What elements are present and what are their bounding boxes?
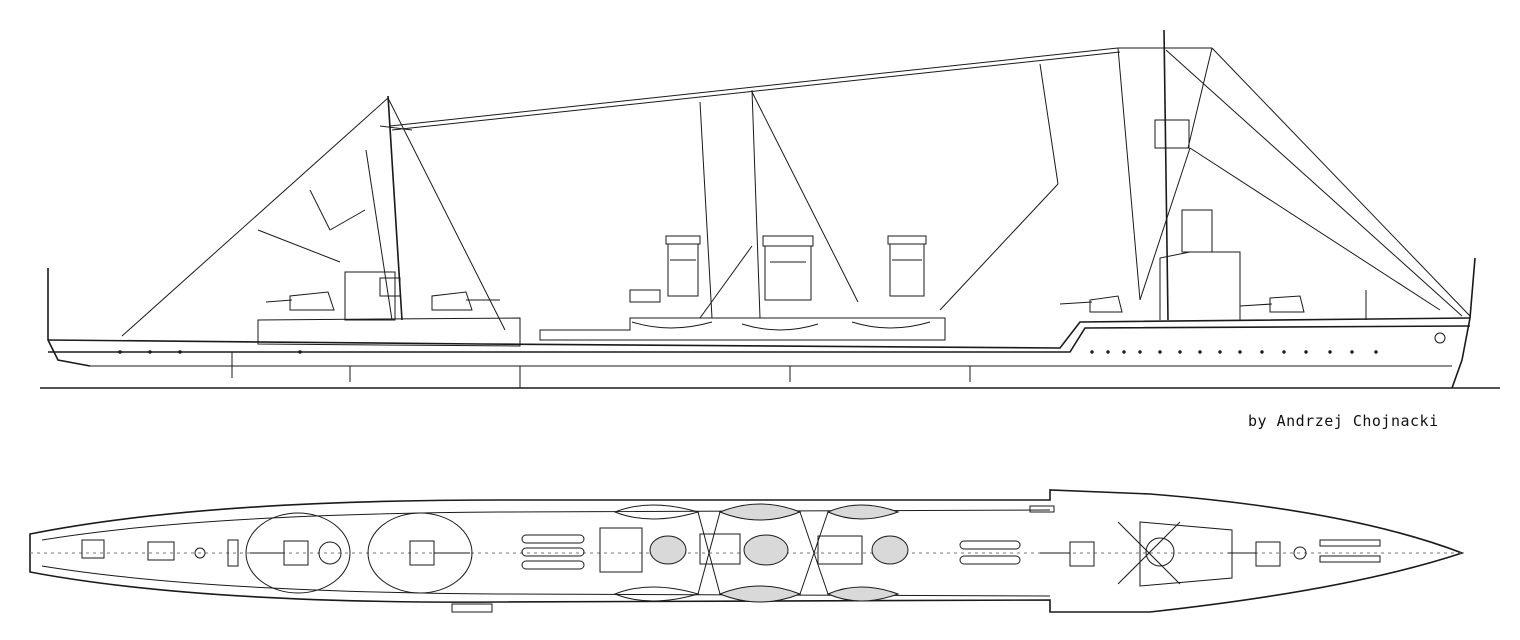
midship-deckhouse [539,317,946,341]
bridge-plan [1139,521,1233,587]
boat-2 [741,323,819,331]
fwd-gun-1 [1089,295,1123,313]
hull-sheer [47,317,1471,349]
boat-3 [851,321,931,329]
aft-superstructure [257,317,521,347]
boats-plan [613,503,900,603]
funnels-plan [649,534,909,566]
aft-gun-platform-1 [245,512,351,594]
funnels [665,235,927,301]
aft-gun-platform-2 [367,512,473,594]
fwd-gun-2-plan [1255,541,1281,567]
fwd-gun-1-plan [1069,541,1095,567]
gangway [451,603,493,613]
plan-hull [29,489,1465,613]
foretop [1154,119,1190,149]
fwd-torpedo-tubes [959,540,1021,565]
aft-gun-2 [431,291,473,311]
bow [1451,257,1476,389]
anchor [1434,332,1446,344]
hull-deck [48,325,1471,353]
main-mast [387,95,403,321]
aft-gun-1 [289,291,335,311]
aft-torpedo-tubes [521,534,585,570]
fwd-gun-2 [1269,295,1305,313]
bridge [1159,251,1241,320]
boat-1 [631,321,713,329]
stern [47,268,91,367]
aerial-2 [391,51,1121,131]
author-credit: by Andrzej Chojnacki [1248,412,1439,430]
fore-mast [1163,29,1169,321]
plan-view [29,489,1465,613]
side-elevation [40,29,1500,389]
aerial-1 [389,47,1119,127]
portholes [118,350,1378,354]
